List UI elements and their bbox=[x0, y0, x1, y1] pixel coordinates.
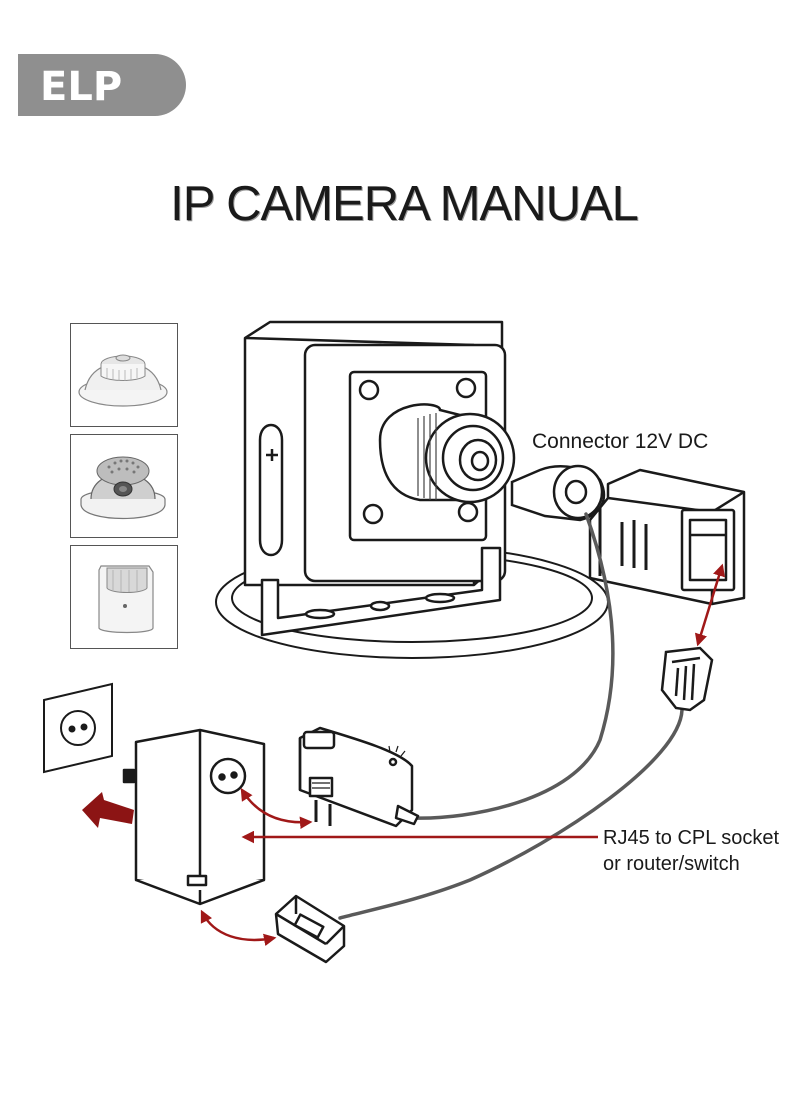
connection-arrows bbox=[200, 563, 726, 946]
ethernet-cable bbox=[338, 708, 684, 920]
dome-camera-icon bbox=[80, 456, 166, 519]
smoke-detector-camera-thumbnail bbox=[70, 323, 178, 427]
rj45-jack-housing bbox=[588, 468, 746, 606]
connector-label: Connector 12V DC bbox=[532, 430, 709, 453]
camera-lens bbox=[378, 403, 516, 504]
page-title: IP CAMERA MANUAL bbox=[170, 177, 639, 231]
wall-socket-icon bbox=[43, 682, 113, 774]
smoke-detector-camera-icon bbox=[78, 354, 168, 407]
pir-sensor-camera-icon bbox=[98, 565, 154, 634]
powerline-adapter-icon bbox=[122, 728, 266, 906]
insert-adapter-arrow bbox=[82, 792, 134, 828]
rj45-plug-bottom-icon bbox=[274, 894, 346, 964]
logo-text: ELP bbox=[40, 64, 122, 110]
power-adapter-icon bbox=[298, 726, 420, 828]
dc-connector-icon bbox=[510, 464, 606, 522]
pir-sensor-camera-thumbnail bbox=[70, 545, 178, 649]
rj45-plug-top-icon bbox=[660, 646, 714, 712]
rj45-to-housing-arrow bbox=[694, 563, 726, 647]
elp-logo: ELP bbox=[18, 54, 186, 116]
adapter-to-plug-arrow bbox=[200, 909, 277, 946]
rj45-label-line1: RJ45 to CPL socket bbox=[603, 827, 780, 849]
dc-cable bbox=[410, 512, 615, 820]
rj45-label: RJ45 to CPL socket or router/switch bbox=[603, 825, 779, 877]
rj45-label-line2: or router/switch bbox=[603, 853, 740, 875]
socket-to-adapter-arrow bbox=[240, 787, 313, 829]
dome-camera-thumbnail bbox=[70, 434, 178, 538]
